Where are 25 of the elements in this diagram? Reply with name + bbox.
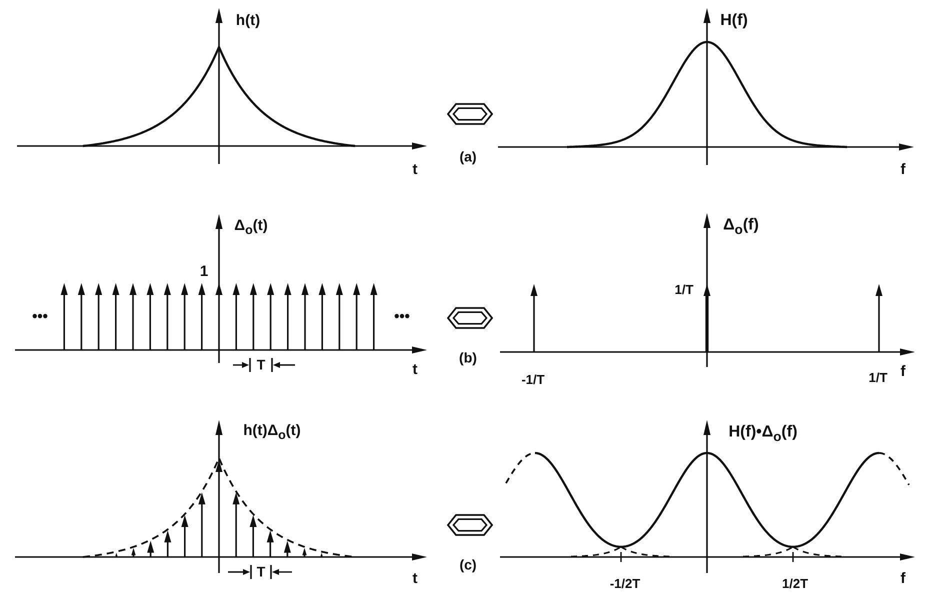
axis-label: Δ$_{o}$(t) — [234, 218, 268, 238]
panel-label: (a) — [459, 149, 477, 165]
axis-label: h(t) — [236, 12, 260, 30]
axis-label: f — [900, 162, 906, 178]
amplitude-label: 1 — [200, 264, 208, 280]
dimension-label: T — [256, 357, 266, 373]
axis-label: t — [412, 162, 418, 178]
tick-label: 1/2T — [782, 576, 808, 592]
axis-label: h(t)Δ$_{o}$(t) — [243, 423, 301, 443]
axis-label: t — [412, 362, 418, 378]
ellipsis-label: ••• — [394, 308, 410, 326]
axis-label: f — [900, 364, 906, 380]
axis-label: Δ$_{o}$(f) — [723, 216, 759, 238]
axis-label: H(f) — [720, 12, 748, 30]
axis-label: f — [900, 570, 906, 588]
ellipsis-label: ••• — [32, 308, 48, 326]
panel-label: (b) — [459, 350, 477, 366]
dimension-label: T — [256, 564, 266, 580]
tick-label: 1/T — [868, 370, 888, 386]
axis-label: H(f)•Δ$_{o}$(f) — [728, 424, 798, 444]
tick-label: 1/T — [674, 282, 694, 298]
tick-label: -1/T — [521, 372, 545, 388]
panel-label: (c) — [459, 557, 477, 573]
axis-label: t — [412, 570, 418, 588]
tick-label: -1/2T — [610, 576, 640, 592]
